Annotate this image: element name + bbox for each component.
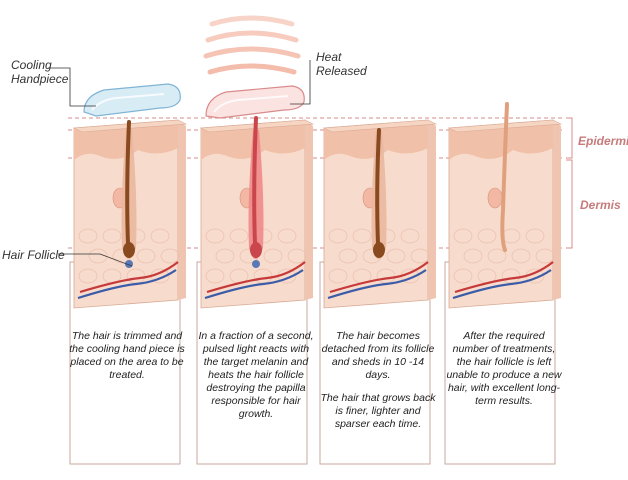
skin-block-1 [69,119,188,465]
vein [452,269,552,300]
papilla [252,260,260,268]
hair-shaft [125,120,131,246]
step-1-description: The hair is trimmed and the cooling hand… [69,330,185,392]
step-2-description: In a fraction of a second, pulsed light … [198,330,314,431]
cell [160,248,180,264]
cell [487,248,507,264]
cell [78,228,98,244]
hair-shaft [375,128,381,246]
cooling-handpiece-label: Cooling Handpiece [11,58,69,86]
artery [206,261,306,294]
skin-block-3 [319,119,438,465]
cell [287,248,307,264]
cell [477,228,497,244]
cell [205,228,225,244]
heat-waves-icon [203,15,301,75]
dermis-label: Dermis [580,198,621,212]
skin-surface [322,119,438,133]
cell [525,228,545,244]
cell [136,248,156,264]
cell [453,268,473,284]
hair-shaft [252,116,258,246]
cell [263,248,283,264]
cell [215,248,235,264]
cell [400,228,420,244]
hair-bulb [123,242,135,258]
block-side-face [553,120,561,300]
step-3-description: The hair becomes detached from its folli… [320,330,436,441]
cell [453,228,473,244]
hair-follicle-label: Hair Follicle [2,248,65,262]
block-side-face [178,120,186,300]
vein [204,269,304,300]
artery [79,261,179,294]
block-side-face [428,120,436,300]
cell [511,248,531,264]
cell [102,228,122,244]
cell [463,248,483,264]
cell [229,228,249,244]
layer-brackets [566,117,573,249]
heat-released-label: Heat Released [316,50,367,78]
cell [410,248,430,264]
step-2-text: In a fraction of a second, pulsed light … [198,330,314,420]
hair-bulb [373,242,385,258]
step-4-description: After the required number of treatments,… [446,330,562,418]
cell [150,228,170,244]
cell [88,248,108,264]
block-side-face [305,120,313,300]
artery [454,261,554,294]
step-4-text: After the required number of treatments,… [446,330,562,407]
vein [327,269,427,300]
regrowth-hair [500,102,509,252]
cell [535,248,555,264]
hair-bulb [250,242,262,258]
cell [78,268,98,284]
callout-lines [48,60,311,267]
cell [328,228,348,244]
gland [487,187,503,209]
cell [205,268,225,284]
cell [386,248,406,264]
cell [277,228,297,244]
epidermis-label: Epidermis [578,134,628,148]
step-3-text-1: The hair becomes detached from its folli… [321,330,435,381]
cooling-handpiece-icon [83,83,181,117]
cell [328,268,348,284]
cell [338,248,358,264]
skin-block-4 [444,102,563,465]
cell [352,228,372,244]
artery [329,261,429,294]
step-3-text-2: The hair that grows back is finer, light… [320,392,436,430]
step-1-text: The hair is trimmed and the cooling hand… [69,330,185,381]
skin-block-2 [196,116,315,465]
heat-handpiece-icon [205,85,305,119]
vein [77,269,177,300]
